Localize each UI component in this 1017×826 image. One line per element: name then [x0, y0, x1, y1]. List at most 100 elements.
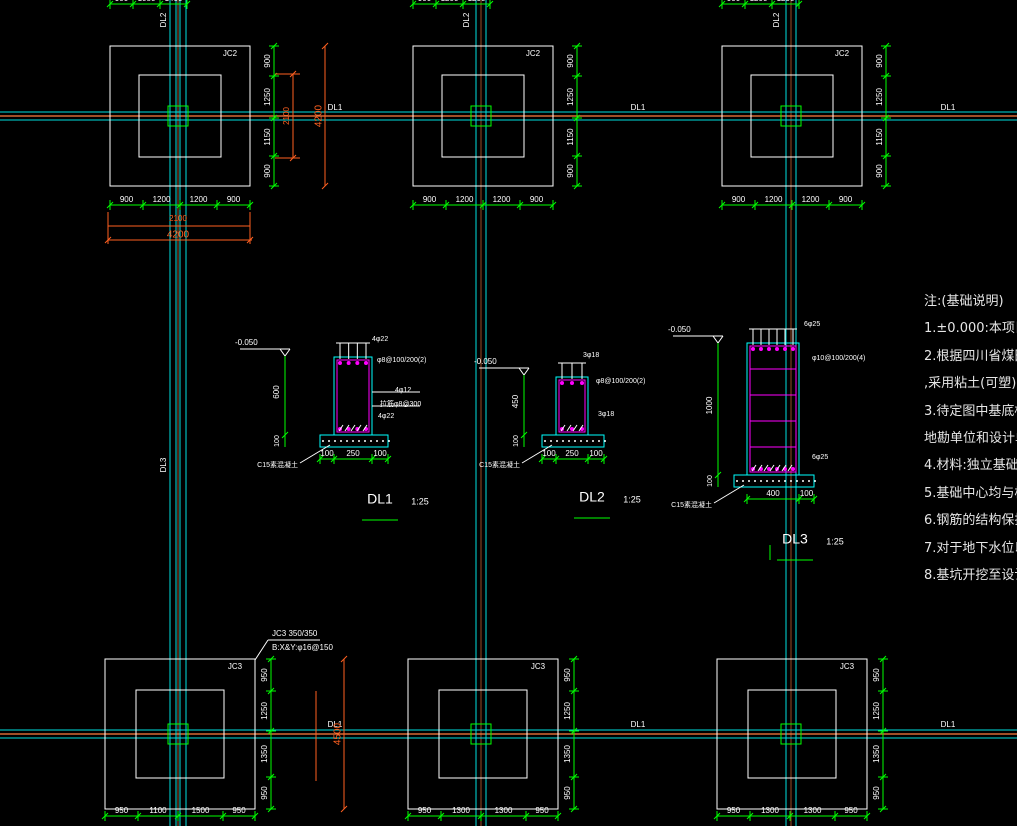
dimension-text: 900: [115, 0, 129, 3]
dimension-text: 900: [423, 195, 437, 204]
dl1-stirrup: [336, 359, 370, 433]
dimension-text: 1250: [872, 702, 881, 720]
dl3-stirrup: [749, 345, 797, 473]
dl2-top-rebar: [570, 381, 574, 385]
dimension-tick: [340, 805, 348, 813]
dimension-text: 950: [563, 668, 572, 682]
dimension-text: 1250: [566, 88, 575, 106]
column: [167, 723, 189, 745]
dl1-cushion-hatch: [352, 440, 354, 442]
dl1-top-rebar: [338, 361, 342, 365]
footing-jc3-step: [135, 689, 225, 779]
note-item: 5.基础中心均与柱中心: [924, 485, 1017, 501]
dl3-bottom-hatch: [769, 464, 775, 472]
column: [470, 723, 492, 745]
note-item: 2.根据四川省煤田地勘: [924, 348, 1017, 364]
dl3-top-rebar: [783, 347, 787, 351]
dl1-side-bar: 4φ12: [395, 387, 411, 394]
dl3-top-rebar: [791, 347, 795, 351]
dl3-cushion-text: 100: [707, 475, 714, 487]
dl2-stirrup: [558, 379, 586, 433]
orange-dimension-text: 4200: [314, 104, 325, 127]
dl1-cushion-hatch: [376, 440, 378, 442]
dl2-bottom-hatch: [560, 424, 566, 432]
footing-jc2-outer: [721, 45, 863, 187]
dl2-bottom-bar: 3φ18: [598, 411, 614, 418]
foundation-notes: 注:(基础说明) 1.±0.000:本项目±0 2.根据四川省煤田地勘 ,采用粘…: [924, 288, 1017, 589]
beam-label: DL1: [941, 720, 956, 729]
dimension-text: 1350: [872, 745, 881, 763]
dl1-top-rebar: [346, 361, 351, 365]
dl1-bottom-rebar: [355, 427, 360, 431]
dl1-stirrup: φ8@100/200(2): [377, 357, 426, 364]
dl3-cushion-hatch: [790, 480, 792, 482]
dl3-cushion-hatch: [784, 480, 786, 482]
dl1-elevation-marker: [279, 348, 291, 357]
dl2-concrete-note: C15素混凝土: [479, 460, 520, 469]
dl3-bottom-rebar: [791, 467, 795, 471]
dl1-bottom-hatch: [362, 424, 368, 432]
dimension-tick: [340, 655, 348, 663]
dimension-text: 1100: [149, 806, 167, 815]
dl1-cushion-hatch: [322, 440, 324, 442]
dimension-text: 950: [872, 786, 881, 800]
beam-label: DL2: [159, 12, 168, 27]
dimension-text: 950: [115, 806, 129, 815]
dimension-text: 1200: [777, 0, 795, 3]
note-item: 3.待定图中基底标高范: [924, 403, 1017, 419]
dl3-concrete-leader: [713, 484, 745, 504]
footing-label: JC3: [840, 662, 855, 671]
dimension-text: 950: [232, 806, 246, 815]
dl2-elevation-text: -0.050: [474, 357, 497, 366]
dl3-cushion-hatch: [766, 480, 768, 482]
dl1-cushion-hatch: [340, 440, 342, 442]
dl1-bottom-hatch: [350, 424, 356, 432]
dl1-cushion-text: 100: [274, 435, 281, 447]
dl3-cushion-hatch: [760, 480, 762, 482]
dl1-cushion-hatch: [382, 440, 384, 442]
jc3-annotation: B:X&Y:φ16@150: [272, 643, 333, 652]
dl2-scale: 1:25: [623, 494, 641, 504]
dl2-top-rebar: [560, 381, 564, 385]
dimension-text: 1200: [802, 195, 820, 204]
footing-jc2-step: [750, 74, 834, 158]
dimension-text: 900: [732, 195, 746, 204]
dl1-cushion-hatch: [346, 440, 348, 442]
dl1-bottom-bar: 4φ22: [378, 413, 394, 420]
footing-jc2-step: [138, 74, 222, 158]
dl3-scale: 1:25: [826, 536, 844, 546]
orange-dimension-text: 2100: [169, 214, 187, 223]
dl3-title: DL3: [782, 531, 808, 547]
dimension-text: 950: [844, 806, 858, 815]
dl3-cushion-hatch: [754, 480, 756, 482]
dimension-text: 1200: [468, 0, 486, 3]
dimension-text: 1200: [190, 195, 208, 204]
beam-label: DL1: [631, 720, 646, 729]
dimension-text: 1150: [566, 128, 575, 146]
dl2-cushion-hatch: [592, 440, 594, 442]
dl3-bottom-bar: 6φ25: [812, 454, 828, 461]
annotation-leader: [254, 639, 269, 661]
dimension-text: 1080: [138, 0, 156, 3]
footing-label: JC3: [228, 662, 243, 671]
dimension-tick: [281, 431, 289, 439]
dimension-text: 1300: [804, 806, 822, 815]
dimension-text: 950: [872, 668, 881, 682]
dl1-height-text: 600: [272, 385, 281, 399]
dl2-concrete-leader: [521, 444, 553, 464]
dimension-text: 900: [263, 54, 272, 68]
dl2-cushion-hatch: [562, 440, 564, 442]
note-item: 6.钢筋的结构保护层厚度: [924, 513, 1017, 529]
footing-label: JC2: [526, 49, 541, 58]
dl3-bottom-hatch: [787, 464, 793, 472]
dl2-bottom-rebar: [570, 427, 574, 431]
dl3-top-rebar: [759, 347, 763, 351]
orange-dimension-text: 2100: [282, 107, 291, 125]
dimension-text: 100: [800, 489, 814, 498]
dl3-stirrup: φ10@100/200(4): [812, 355, 865, 362]
dimension-text: 1400: [165, 0, 183, 3]
dl2-cushion-hatch: [580, 440, 582, 442]
footing-jc2-step: [441, 74, 525, 158]
dimension-text: 1300: [452, 806, 470, 815]
